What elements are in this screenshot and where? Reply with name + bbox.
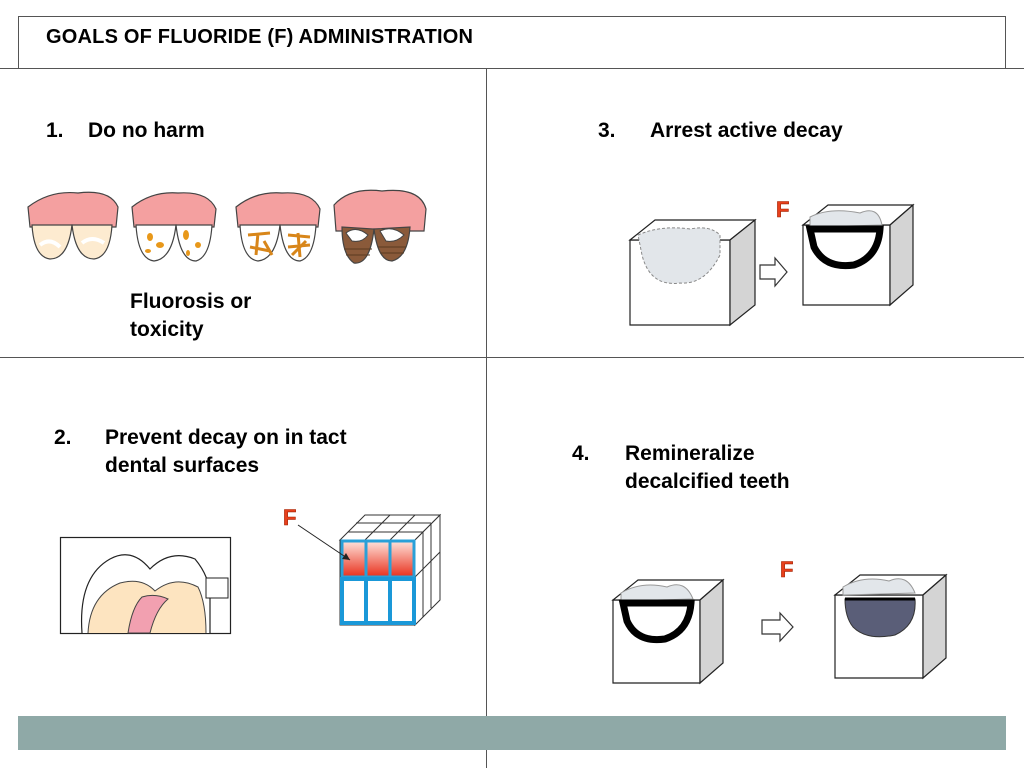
teeth-mild-fluorosis (131, 192, 217, 262)
goal2-f-label: F (283, 505, 296, 530)
teeth-moderate-fluorosis (235, 192, 321, 262)
left-border (18, 16, 19, 68)
footer-bar (18, 716, 1006, 750)
goal1-number: 1. (46, 119, 64, 142)
goal1-label: Do no harm (88, 119, 205, 142)
goal4-number: 4. (572, 442, 590, 465)
goal4-label-line2: decalcified teeth (625, 470, 790, 493)
goal4-label-line1: Remineralize (625, 442, 755, 465)
page-title: GOALS OF FLUORIDE (F) ADMINISTRATION (46, 26, 474, 48)
arrest-decay-diagram: F (628, 197, 915, 327)
goal3-number: 3. (598, 119, 616, 142)
goal2-label-line2: dental surfaces (105, 454, 260, 477)
goal1-caption-line1: Fluorosis or (130, 290, 252, 313)
teeth-fluorosis-illustration (27, 189, 427, 264)
goal4-f-label: F (780, 557, 793, 582)
vertical-divider (486, 68, 487, 768)
title-divider (0, 68, 1024, 69)
right-border (1005, 16, 1006, 68)
teeth-normal (27, 191, 119, 260)
teeth-severe-fluorosis (333, 189, 427, 264)
tooth-cross-section (59, 536, 232, 635)
goal3-label: Arrest active decay (650, 119, 843, 142)
goal2-number: 2. (54, 426, 72, 449)
horizontal-divider (0, 357, 1024, 358)
goal1-caption-line2: toxicity (130, 318, 204, 341)
remineralize-diagram: F (611, 557, 948, 685)
enamel-grid-diagram: F (283, 505, 442, 627)
goal2-label-line1: Prevent decay on in tact (105, 426, 347, 449)
goal3-f-label: F (776, 197, 789, 222)
top-border (18, 16, 1006, 17)
